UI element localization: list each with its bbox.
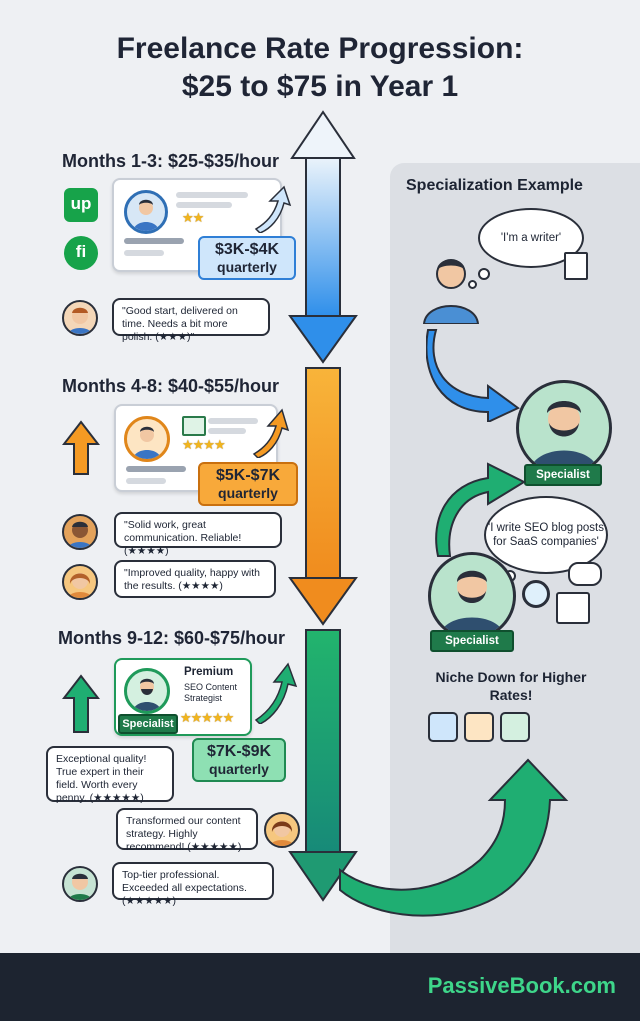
stage-3-earnings: $7K-$9K quarterly [192,738,286,782]
specialist-badge: Specialist [118,714,178,734]
stage-3-review-2: Transformed our content strategy. Highly… [116,808,258,853]
chip-icon [428,712,458,742]
up-arrow-orange-icon [62,420,100,475]
stage-3-heading: Months 9-12: $60-$75/hour [58,628,286,648]
title-line-1: Freelance Rate Progression: [116,32,524,65]
generalist-person-icon [422,250,480,325]
curve-arrow-green-icon [435,462,527,557]
stage-1-heading: Months 1-3: $25-$35/hour [62,151,280,171]
profile-avatar-icon [124,190,168,234]
cloud-icon [568,562,602,586]
growth-arrow-icon [254,185,292,233]
stage-1-profile-card: ★★ [112,178,282,272]
specialist-badge-1: Specialist [524,464,602,486]
premium-label: Premium [184,666,234,678]
niche-down-text: Niche Down for Higher Rates! [435,669,587,703]
curve-arrow-blue-icon [426,329,520,422]
specialist-badge-2: Specialist [430,630,514,652]
client-avatar-icon [62,564,98,600]
stethoscope-icon [500,712,530,742]
stage-2-heading: Months 4-8: $40-$55/hour [62,376,280,396]
client-avatar-icon [62,514,98,550]
stage-1-rating: ★★ [182,210,204,225]
stage-3-review-1: Exceptional quality! True expert in thei… [46,746,174,804]
magnifier-icon [522,580,550,608]
up-arrow-green-icon [62,674,100,733]
notepad-icon [564,252,588,280]
specialist-avatar-icon [516,380,612,476]
specialist-avatar-icon [428,552,516,640]
client-avatar-icon [62,300,98,336]
stage-2-review-1: "Solid work, great communication. Reliab… [114,512,282,557]
stage-2-rating: ★★★★ [182,437,226,452]
stage-2-earnings: $5K-$7K quarterly [198,462,298,506]
thought-bubble-specialist: 'I write SEO blog posts for SaaS compani… [484,496,608,574]
title-line-2: $25 to $75 in Year 1 [181,70,459,103]
page-title: Freelance Rate Progression: $25 to $75 i… [0,30,640,106]
client-avatar-icon [264,812,300,848]
stage-2-review-2: "Improved quality, happy with the result… [114,560,276,598]
upwork-logo-icon: up [64,188,98,222]
premium-subtitle: SEO Content Strategist [184,682,238,703]
fiverr-logo-icon: fi [64,236,98,270]
stage-1-earnings: $3K-$4K quarterly [198,236,296,280]
footer-brand: PassiveBook.com [427,973,616,998]
stage-3-review-3: Top-tier professional. Exceeded all expe… [112,862,274,907]
profile-avatar-icon [124,416,170,462]
specialization-heading: Specialization Example [406,177,583,194]
client-avatar-icon [62,866,98,902]
chart-icon [556,592,590,624]
image-icon [182,416,206,436]
progression-arrow [288,110,569,917]
growth-chart-icon [464,712,494,742]
growth-arrow-icon [254,662,298,724]
footer: PassiveBook.com [0,953,640,1021]
profile-avatar-icon [124,668,170,714]
stage-3-rating: ★★★★★ [180,710,234,725]
stage-1-review: "Good start, delivered on time. Needs a … [112,298,270,343]
growth-arrow-icon [252,408,290,458]
